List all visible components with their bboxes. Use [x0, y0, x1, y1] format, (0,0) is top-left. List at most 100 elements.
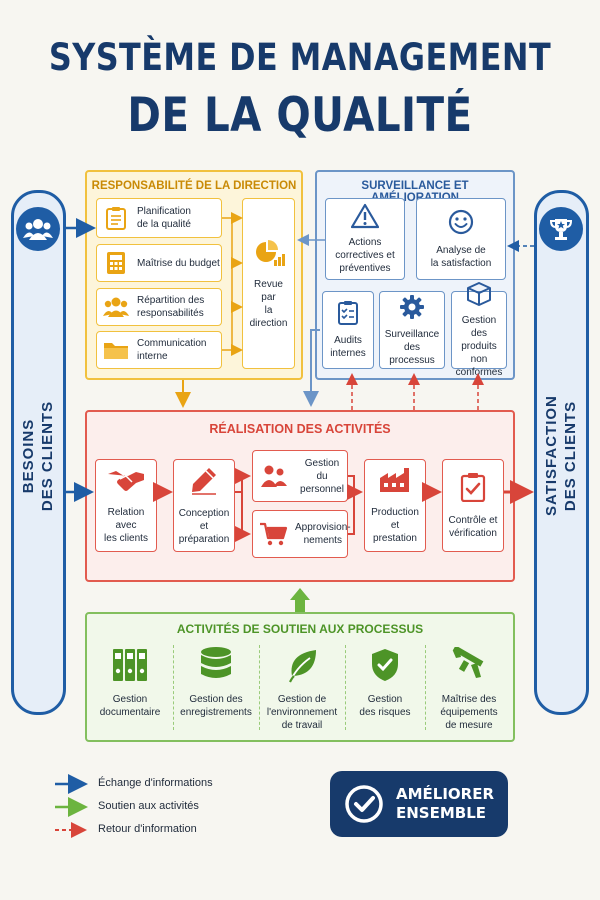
soutien-line: Gestion [112, 694, 148, 705]
direction-item-planification[interactable]: Planification de la qualité [96, 198, 222, 238]
real-conception[interactable]: Conception et préparation [173, 459, 235, 552]
item-line: Communication [137, 338, 207, 349]
soutien-gestion-risques[interactable]: Gestion des risques [348, 645, 422, 735]
real-line: Production [371, 507, 419, 518]
soutien-title: ACTIVITÉS DE SOUTIEN AUX PROCESSUS [176, 622, 424, 636]
real-line: et préparation [178, 521, 230, 545]
users-icon [16, 207, 60, 251]
trophy-icon [539, 207, 583, 251]
folder-icon [103, 337, 129, 363]
soutien-line: Maîtrise des [441, 694, 497, 705]
badge-line1: AMÉLIORER [396, 785, 495, 803]
real-line: et prestation [373, 520, 417, 544]
surv-line: produits non [461, 341, 497, 365]
left-pillar-line2: DES CLIENTS [39, 400, 56, 512]
soutien-separator [345, 645, 346, 730]
right-pillar [534, 190, 589, 715]
soutien-line: l'environnement [266, 707, 338, 718]
shield-icon [348, 645, 422, 685]
check-clipboard-icon [460, 472, 486, 506]
real-production[interactable]: Production et prestation [364, 459, 426, 552]
item-line: responsabilités [137, 308, 204, 319]
warning-icon [350, 203, 380, 233]
right-pillar-line2: DES CLIENTS [562, 400, 579, 512]
surv-line: Audits [334, 335, 362, 346]
check-circle-icon [344, 784, 384, 824]
soutien-gestion-documentaire[interactable]: Gestion documentaire [92, 645, 168, 735]
gear-icon [399, 294, 425, 324]
badge-line2: ENSEMBLE [396, 804, 487, 822]
clipboard-icon [103, 205, 129, 231]
left-pillar [11, 190, 66, 715]
surv-analyse-satisfaction[interactable]: Analyse de la satisfaction [416, 198, 506, 280]
surv-line: conformes [455, 367, 503, 378]
surv-line: préventives [339, 263, 391, 274]
surv-line: correctives et [335, 250, 395, 261]
soutien-separator [173, 645, 174, 730]
real-line: nements [303, 535, 342, 546]
soutien-line: Gestion des [189, 694, 243, 705]
item-line: Maîtrise du budget [137, 257, 220, 269]
soutien-panel: ACTIVITÉS DE SOUTIEN AUX PROCESSUS [85, 612, 515, 742]
handshake-icon [106, 466, 146, 498]
legend-label-support: Soutien aux activités [98, 800, 199, 812]
page-title-line1: SYSTÈME DE MANAGEMENT [48, 36, 552, 79]
item-line: de la qualité [137, 219, 191, 230]
soutien-line: équipements [440, 707, 498, 718]
pie-chart-icon [253, 238, 285, 272]
surv-audits-internes[interactable]: Audits internes [322, 291, 374, 369]
soutien-line: de mesure [445, 720, 493, 731]
soutien-line: Gestion [367, 694, 403, 705]
surv-actions-correctives[interactable]: Actions correctives et préventives [325, 198, 405, 280]
surv-line: Actions [348, 237, 382, 248]
binders-icon [92, 645, 168, 685]
real-relation-clients[interactable]: Relation avec les clients [95, 459, 157, 552]
surv-surveillance-processus[interactable]: Surveillance des processus [379, 291, 445, 369]
caliper-icon [428, 645, 510, 685]
soutien-environnement-travail[interactable]: Gestion de l'environnement de travail [262, 645, 342, 735]
realisation-title: RÉALISATION DES ACTIVITÉS [209, 422, 391, 436]
direction-review[interactable]: Revue par la direction [242, 198, 295, 369]
item-line: Répartition des [137, 295, 205, 306]
arrow-soutien-up [290, 588, 310, 612]
soutien-line: documentaire [99, 707, 161, 718]
item-line: Planification [137, 206, 191, 217]
surv-produits-non-conformes[interactable]: Gestion des produits non conformes [451, 282, 507, 378]
soutien-equipements-mesure[interactable]: Maîtrise des équipements de mesure [428, 645, 510, 735]
real-line: Relation avec [107, 507, 145, 531]
real-line: Gestion [304, 457, 340, 469]
factory-icon [378, 466, 412, 498]
real-line: du personnel [300, 470, 344, 495]
soutien-separator [425, 645, 426, 730]
real-line: vérification [449, 527, 497, 539]
real-approvisionnements[interactable]: Approvision-nements [252, 510, 351, 558]
box-icon [466, 281, 492, 311]
surv-line: Surveillance [384, 328, 440, 340]
page-title-line2: DE LA QUALITÉ [127, 88, 473, 143]
direction-item-budget[interactable]: Maîtrise du budget [96, 244, 222, 282]
people-icon [259, 464, 289, 488]
direction-item-communication[interactable]: Communication interne [96, 331, 222, 369]
item-line: interne [137, 351, 168, 362]
real-line: Approvision- [295, 522, 351, 533]
review-line: Revue par [254, 278, 283, 303]
soutien-line: enregistrements [180, 707, 252, 718]
real-line: Conception [178, 508, 230, 519]
surv-line: Analyse de [436, 245, 486, 256]
right-pillar-label: SATISFACTION DES CLIENTS [542, 395, 580, 516]
review-line: la direction [249, 304, 288, 329]
direction-title: RESPONSABILITÉ DE LA DIRECTION [91, 180, 297, 192]
left-pillar-line1: BESOINS [20, 418, 37, 494]
pencil-icon [189, 465, 219, 499]
soutien-gestion-enregistrements[interactable]: Gestion des enregistrements [176, 645, 256, 735]
calculator-icon [103, 250, 129, 276]
direction-item-responsabilites[interactable]: Répartition des responsabilités [96, 288, 222, 326]
real-line: les clients [104, 533, 148, 544]
soutien-line: Gestion de [277, 694, 327, 705]
soutien-line: des risques [359, 707, 411, 718]
team-icon [103, 294, 129, 320]
real-controle[interactable]: Contrôle et vérification [442, 459, 504, 552]
right-pillar-line1: SATISFACTION [543, 395, 560, 516]
